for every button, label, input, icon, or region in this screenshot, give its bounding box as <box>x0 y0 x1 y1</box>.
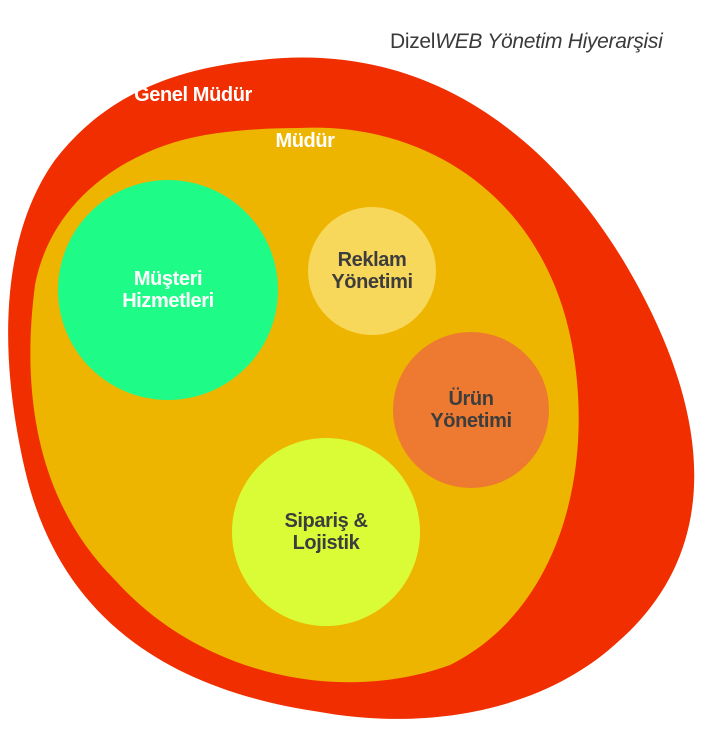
musteri-hizmetleri-label: Müşteri Hizmetleri <box>98 268 238 312</box>
title-prefix: Dizel <box>390 30 436 53</box>
musteri-line1: Müşteri <box>133 268 203 290</box>
mudur-label: Müdür <box>245 130 365 152</box>
genel-mudur-text: Genel Müdür <box>134 84 252 106</box>
genel-mudur-label: Genel Müdür <box>118 84 268 106</box>
siparis-lojistik-label: Sipariş & Lojistik <box>261 510 391 554</box>
reklam-line1: Reklam <box>337 249 407 271</box>
siparis-line1: Sipariş & <box>284 510 368 532</box>
title-italic: WEB Yönetim Hiyerarşisi <box>435 30 663 53</box>
urun-yonetimi-label: Ürün Yönetimi <box>416 388 526 432</box>
reklam-yonetimi-circle <box>308 207 436 335</box>
reklam-line2: Yönetimi <box>331 271 413 293</box>
siparis-line2: Lojistik <box>292 532 360 554</box>
musteri-hizmetleri-circle <box>58 180 278 400</box>
urun-line2: Yönetimi <box>430 410 512 432</box>
diagram-title: DizelWEB Yönetim Hiyerarşisi <box>390 30 663 54</box>
siparis-lojistik-circle <box>232 438 420 626</box>
urun-yonetimi-circle <box>393 332 549 488</box>
urun-line1: Ürün <box>448 388 494 410</box>
musteri-line2: Hizmetleri <box>122 290 214 312</box>
mudur-text: Müdür <box>275 130 335 152</box>
reklam-yonetimi-label: Reklam Yönetimi <box>312 249 432 293</box>
